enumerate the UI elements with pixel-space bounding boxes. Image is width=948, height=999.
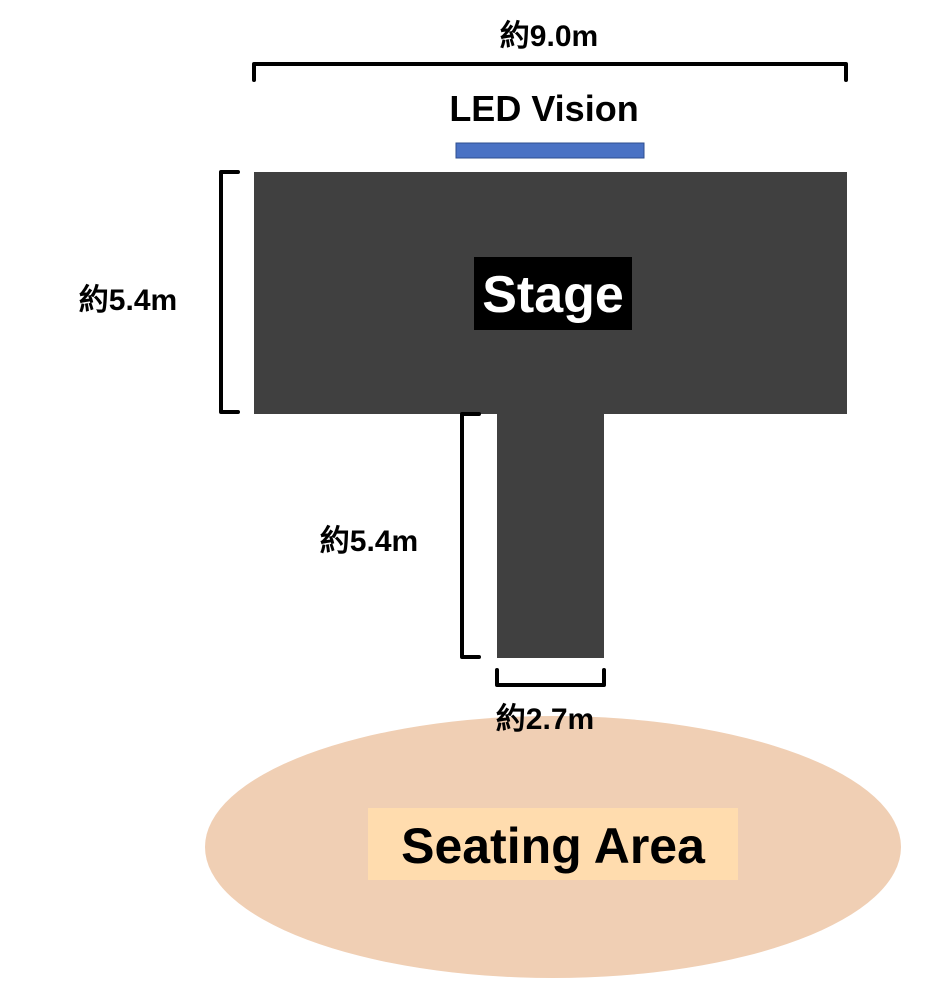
stage-label: Stage: [482, 266, 624, 324]
led-vision-screen: [455, 142, 645, 159]
stage-width-bracket: [252, 62, 848, 82]
stage-label-background: [474, 257, 632, 330]
seating-label-background: [368, 808, 738, 880]
stage-depth-bracket: [219, 170, 240, 414]
led-vision-label: LED Vision: [449, 88, 638, 129]
stage-width-label: 約9.0m: [500, 20, 598, 53]
runway-width-bracket: [495, 668, 606, 687]
stage-depth-text: 約5.4m: [79, 284, 177, 317]
runway: [497, 412, 604, 658]
runway-length-bracket: [460, 412, 481, 659]
runway-length-label: 約5.4m: [320, 525, 418, 558]
stage-depth-label: 約5.4m: [79, 284, 177, 317]
runway-width-label: 約2.7m: [496, 703, 594, 736]
seating-area-label: Seating Area: [401, 818, 706, 874]
